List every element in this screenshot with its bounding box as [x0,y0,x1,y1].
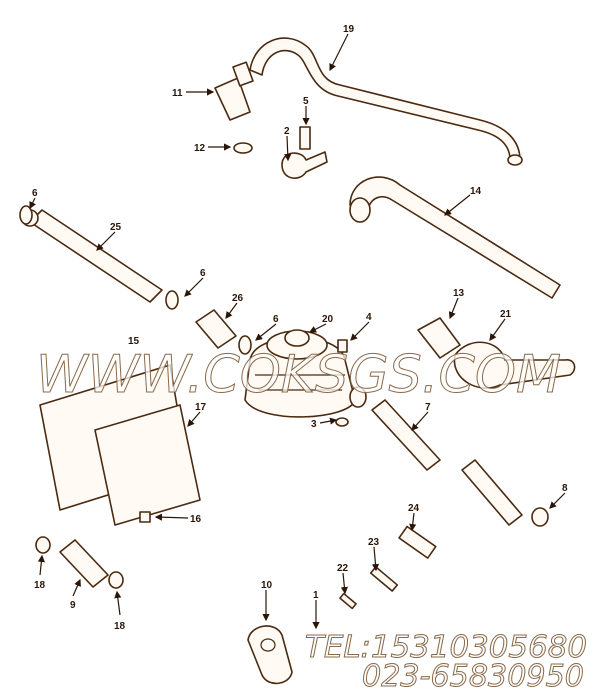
watermark-site: WWW.COKSGS.COM [36,345,561,405]
hose-9 [59,539,109,588]
hose-14 [349,176,561,299]
callout-label: 26 [232,293,244,304]
callout-label: 19 [343,24,355,35]
tube-7-section [461,459,523,526]
clamp-6 [19,205,33,225]
gasket-13 [417,317,461,359]
callout-label: 20 [322,314,334,325]
sensor-11 [214,77,251,121]
callout-label: 6 [200,268,206,279]
callout-label: 6 [273,314,279,325]
callout-label: 9 [70,600,76,611]
callout-label: 21 [500,309,512,320]
callout-label: 2 [284,126,290,137]
callout-label: 14 [470,186,482,197]
fitting-23 [369,566,399,592]
callout-label: 22 [337,563,349,574]
callout-label: 1 [313,590,319,601]
hose-19 [249,37,521,161]
watermark-phone: 023-65830950 [362,659,584,692]
callout-label: 18 [114,621,126,632]
nut-3 [335,417,349,427]
clamp-8 [531,507,549,527]
clamp-6 [238,335,252,355]
hose-14-end [349,197,371,223]
callout-label: 18 [34,580,46,591]
callout-label: 17 [195,402,207,413]
clamp-2 [281,151,328,179]
callout-label: 10 [261,580,273,591]
watermark-tel: TEL:15310305680 [305,630,587,665]
callout-label: 15 [128,336,140,347]
nut-4 [337,339,348,353]
sensor-11-connector [232,61,254,87]
water-pump-20 [244,329,367,418]
bracket-10-hole [260,638,276,652]
bracket-10 [247,625,293,685]
callout-label: 23 [368,537,380,548]
fitting-22 [339,592,357,610]
callout-label: 16 [190,514,202,525]
clamp-6 [165,290,179,310]
callout-label: 7 [425,402,431,413]
callout-label: 13 [453,288,465,299]
bolt-16 [139,511,151,523]
fitting-24 [398,525,437,559]
tube-7 [371,399,441,471]
callout-label: 24 [408,503,420,514]
callout-label: 3 [311,419,317,430]
clamp-18 [108,571,124,589]
callout-label: 25 [110,222,122,233]
hose-19-end [507,154,523,166]
clamp-18 [35,536,51,554]
leader-lines [29,33,566,630]
callout-label: 4 [366,312,372,323]
callout-label: 5 [303,96,309,107]
elbow-21 [453,341,576,389]
sleeve-26 [195,309,237,349]
tube-25 [29,209,163,303]
callout-label: 8 [562,483,568,494]
callout-label: 6 [32,188,38,199]
callout-label: 12 [194,143,206,154]
o-ring-12 [233,142,253,154]
gasket-17 [94,404,201,526]
bolt-5 [299,126,311,150]
callout-label: 11 [172,88,183,99]
